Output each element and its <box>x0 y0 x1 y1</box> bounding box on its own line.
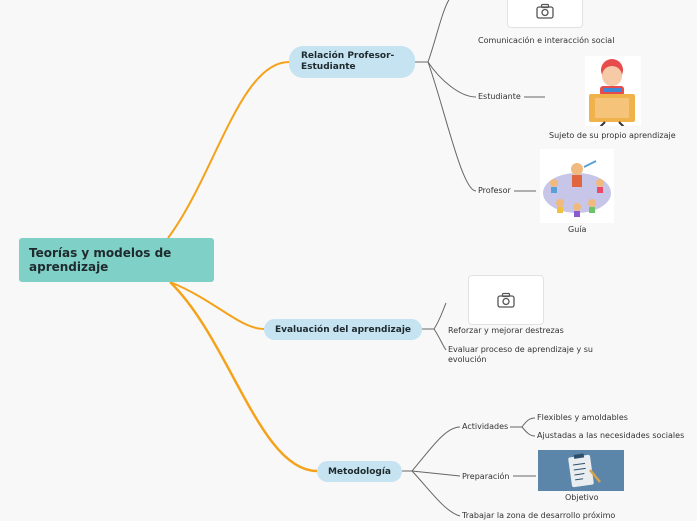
topic-necesidades-sociales[interactable]: Ajustadas a las necesidades sociales <box>537 431 685 440</box>
note-objetivo: Objetivo <box>565 493 599 502</box>
topic-actividades[interactable]: Actividades <box>462 422 509 431</box>
topic-evaluar-proceso[interactable]: Evaluar proceso de aprendizaje y su evol… <box>448 345 593 364</box>
student-at-desk-illustration <box>585 56 641 129</box>
topic-preparacion[interactable]: Preparación <box>462 472 510 481</box>
topic-profesor[interactable]: Profesor <box>478 186 511 195</box>
branch-relacion-profesor-estudiante[interactable]: Relación Profesor-Estudiante <box>289 46 415 78</box>
image-placeholder-reforzar <box>468 275 544 325</box>
note-sujeto-aprendizaje: Sujeto de su propio aprendizaje <box>549 131 676 140</box>
camera-icon <box>536 3 554 19</box>
image-placeholder-comunicacion <box>507 0 583 28</box>
topic-flexibles-amoldables[interactable]: Flexibles y amoldables <box>537 413 628 422</box>
topic-estudiante[interactable]: Estudiante <box>478 92 521 101</box>
branch-metodologia[interactable]: Metodología <box>317 461 402 482</box>
topic-comunicacion[interactable]: Comunicación e interacción social <box>478 36 615 45</box>
camera-icon <box>497 292 515 308</box>
topic-zona-desarrollo[interactable]: Trabajar la zona de desarrollo próximo <box>462 511 616 520</box>
topic-reforzar-destrezas[interactable]: Reforzar y mejorar destrezas <box>448 326 564 335</box>
clipboard-checklist-illustration <box>538 450 624 491</box>
central-topic[interactable]: Teorías y modelos de aprendizaje <box>19 238 214 282</box>
note-guia: Guía <box>568 225 587 234</box>
branch-evaluacion-aprendizaje[interactable]: Evaluación del aprendizaje <box>264 319 422 340</box>
teacher-with-children-illustration <box>540 149 614 223</box>
